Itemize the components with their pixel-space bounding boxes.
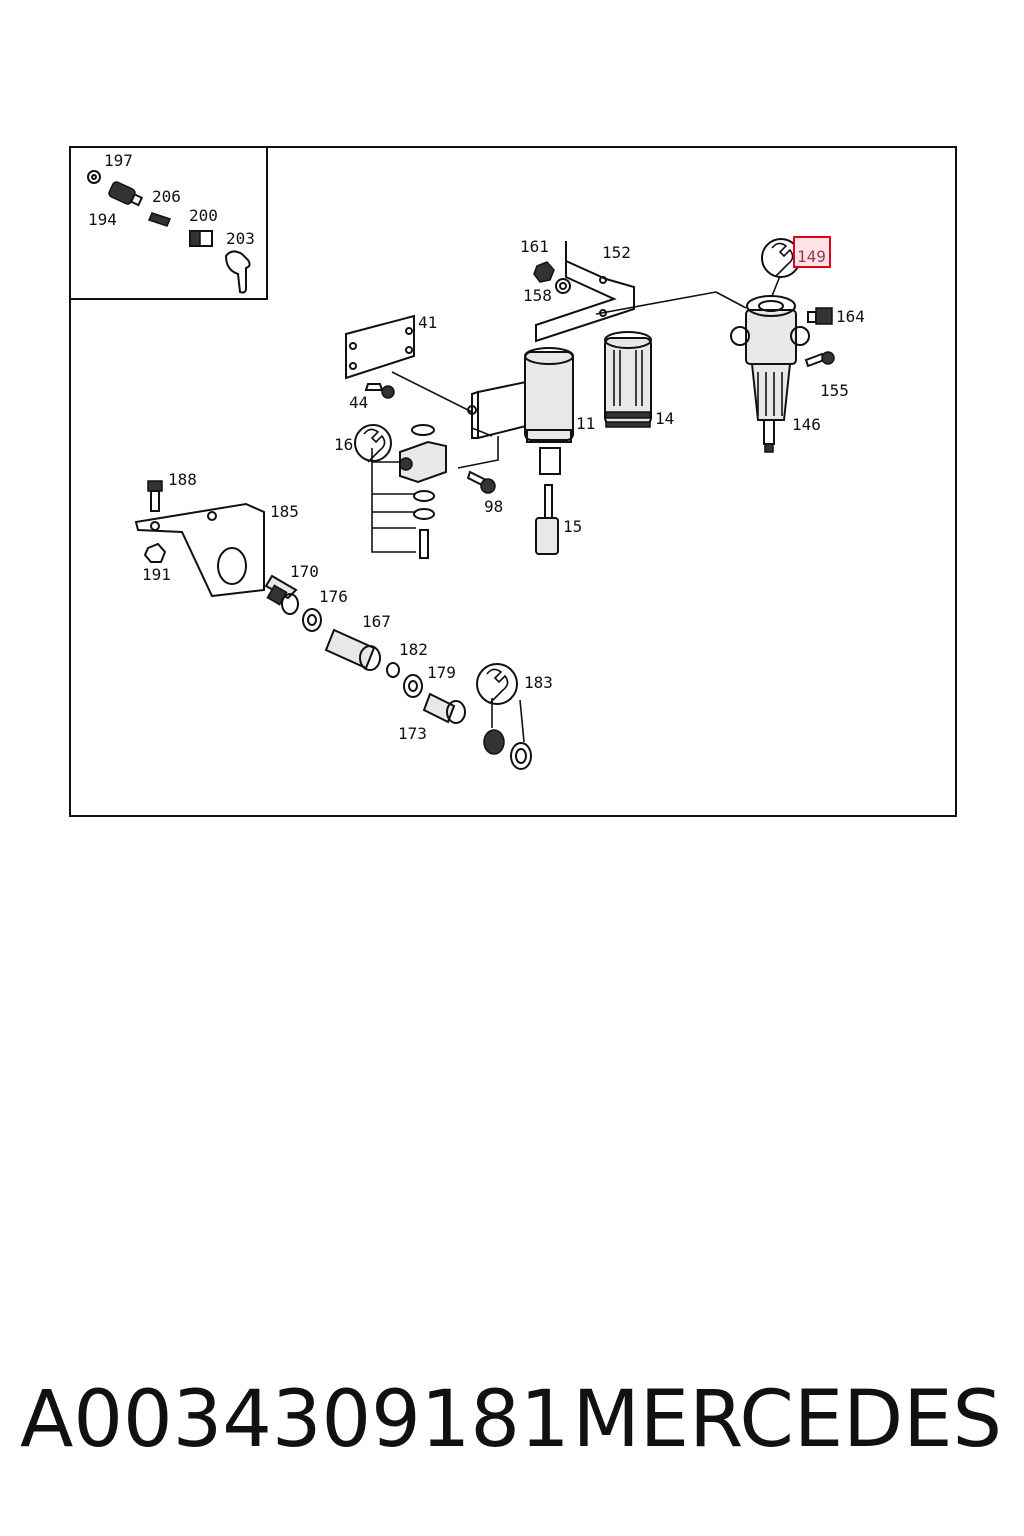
callout-146: 146: [792, 415, 821, 434]
callout-164: 164: [836, 307, 865, 326]
fitting-170: [264, 574, 299, 615]
brand-name: MERCEDES: [572, 1375, 1003, 1465]
fitting-173: [422, 692, 466, 724]
callout-149: 149: [797, 247, 826, 266]
callout-170: 170: [290, 562, 319, 581]
callout-155: 155: [820, 381, 849, 400]
screw-98: [466, 470, 496, 494]
bolt-188: [147, 480, 163, 512]
callout-173: 173: [398, 724, 427, 743]
wrench-icon: [354, 424, 392, 463]
washer-176: [302, 608, 322, 632]
callout-44: 44: [349, 393, 368, 412]
callout-14: 14: [655, 409, 674, 428]
callout-194: 194: [88, 210, 117, 229]
pin-15: [535, 484, 559, 555]
nut-161: [533, 261, 555, 283]
leader-lines: [371, 275, 781, 743]
callout-206: 206: [152, 187, 181, 206]
diagram-frame: [69, 146, 957, 817]
washer-158: [555, 278, 571, 294]
callout-183: 183: [524, 673, 553, 692]
callout-16: 16: [334, 435, 353, 454]
nut-191: [143, 542, 167, 563]
callout-200: 200: [189, 206, 218, 225]
bolt-155: [804, 351, 835, 368]
callout-41: 41: [418, 313, 437, 332]
callout-labels: 197 194 206 200 203 161 152 158 149 164 …: [88, 151, 865, 743]
screw-44: [364, 383, 395, 399]
callout-15: 15: [563, 517, 582, 536]
callout-185: 185: [270, 502, 299, 521]
callout-176: 176: [319, 587, 348, 606]
repair-kit-183: [483, 729, 532, 770]
valve-16: [399, 424, 447, 559]
callout-11: 11: [576, 414, 595, 433]
callout-152: 152: [602, 243, 631, 262]
cartridge-14: [604, 331, 652, 428]
callout-98: 98: [484, 497, 503, 516]
dryer-11: [467, 347, 574, 475]
bracket-152: [535, 241, 635, 343]
inset-parts: [87, 170, 251, 294]
callout-191: 191: [142, 565, 171, 584]
inset-frame: [69, 146, 268, 300]
bracket-185: [134, 502, 265, 598]
fitting-164: [807, 307, 833, 325]
bracket-41: [345, 314, 415, 380]
callout-203: 203: [226, 229, 255, 248]
washer-179: [403, 674, 423, 698]
callout-161: 161: [520, 237, 549, 256]
union-167: [324, 628, 381, 671]
callout-182: 182: [399, 640, 428, 659]
callout-179: 179: [427, 663, 456, 682]
callout-188: 188: [168, 470, 197, 489]
callout-158: 158: [523, 286, 552, 305]
callout-197: 197: [104, 151, 133, 170]
washer-182: [386, 662, 400, 678]
callout-167: 167: [362, 612, 391, 631]
part-number: A0034309181: [20, 1375, 570, 1465]
wrench-icon: [476, 663, 518, 705]
valve-146: [730, 295, 810, 453]
highlight-box-149: [793, 236, 831, 268]
